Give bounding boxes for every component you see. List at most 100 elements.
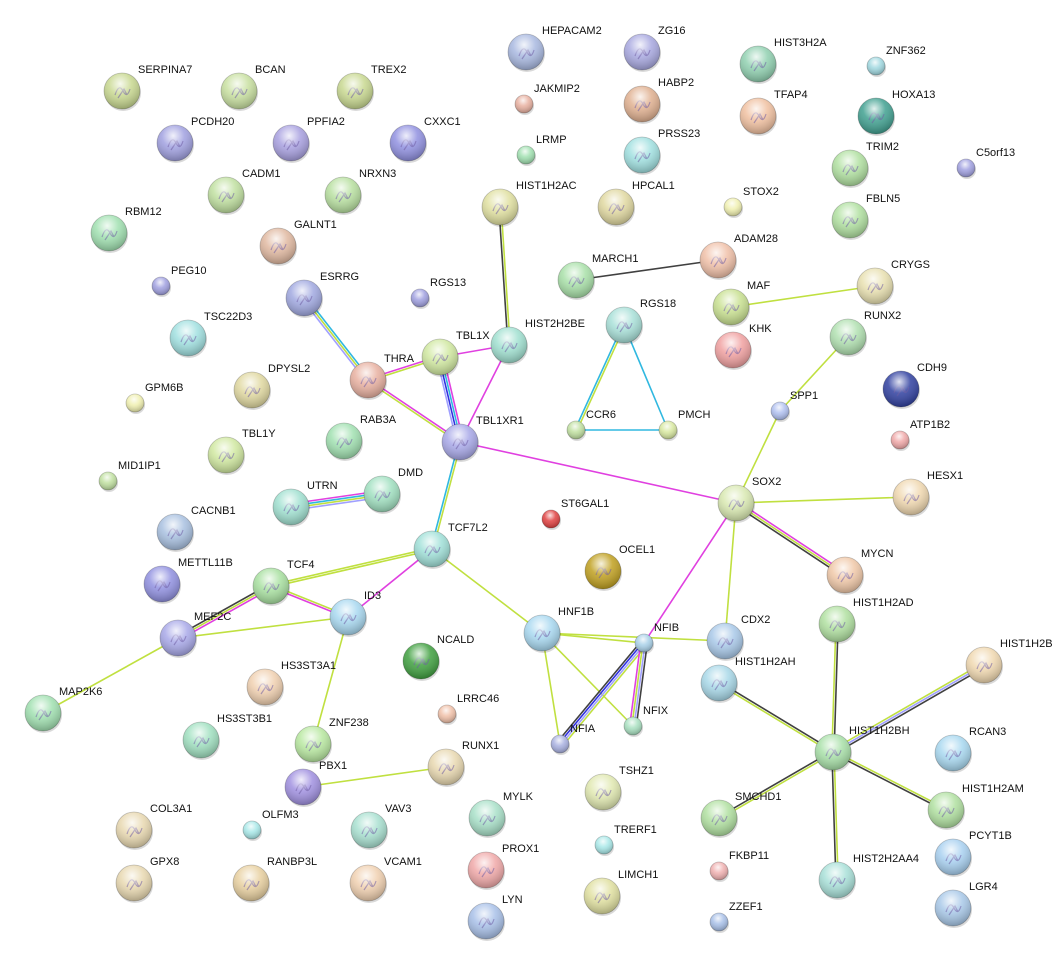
node-tfap4[interactable]: TFAP4 — [739, 89, 808, 136]
node-ncald[interactable]: NCALD — [402, 634, 474, 681]
node-nfia[interactable]: NFIA — [550, 723, 596, 755]
node-crygs[interactable]: CRYGS — [856, 259, 930, 306]
node-tsc22d3[interactable]: TSC22D3 — [169, 311, 252, 358]
edge-rgs18-pmch[interactable] — [623, 324, 669, 431]
edge-id3-znf238[interactable] — [312, 616, 349, 745]
node-trerf1[interactable]: TRERF1 — [594, 824, 657, 856]
node-lyn[interactable]: LYN — [467, 894, 523, 941]
node-hist1h2ac[interactable]: HIST1H2AC — [481, 180, 577, 227]
node-utrn[interactable]: UTRN — [272, 480, 338, 527]
node-runx1[interactable]: RUNX1 — [427, 740, 499, 787]
node-mylk[interactable]: MYLK — [468, 791, 534, 838]
edge-tcf7l2-id3[interactable] — [347, 548, 433, 618]
edge-pbx1-runx1[interactable] — [302, 766, 447, 788]
node-hs3st3b1[interactable]: HS3ST3B1 — [182, 713, 272, 760]
node-trex2[interactable]: TREX2 — [336, 64, 406, 111]
node-lgr4[interactable]: LGR4 — [934, 881, 998, 928]
node-cxxc1[interactable]: CXXC1 — [389, 116, 461, 163]
node-fkbp11[interactable]: FKBP11 — [709, 850, 769, 882]
node-mycn[interactable]: MYCN — [826, 548, 893, 595]
node-hist1h2bh[interactable]: HIST1H2BH — [814, 725, 910, 772]
edge-hist1h2bh-hist1h2am[interactable] — [832, 750, 947, 812]
node-fbln5[interactable]: FBLN5 — [831, 193, 900, 240]
node-esrrg[interactable]: ESRRG — [285, 271, 359, 318]
node-limch1[interactable]: LIMCH1 — [583, 869, 658, 916]
node-smchd1[interactable]: SMCHD1 — [700, 791, 781, 838]
edge-thra-tbl1xr1[interactable] — [366, 378, 462, 444]
node-thra[interactable]: THRA — [349, 353, 415, 400]
node-trim2[interactable]: TRIM2 — [831, 141, 899, 188]
node-pbx1[interactable]: PBX1 — [284, 760, 347, 807]
node-hist1h2b[interactable]: HIST1H2B — [965, 638, 1053, 685]
node-vav3[interactable]: VAV3 — [350, 803, 412, 850]
edge-tbl1xr1-sox2[interactable] — [459, 441, 737, 504]
node-nrxn3[interactable]: NRXN3 — [324, 168, 396, 215]
node-pmch[interactable]: PMCH — [658, 409, 710, 441]
node-map2k6[interactable]: MAP2K6 — [24, 686, 102, 733]
edge-tcf7l2-tcf4[interactable] — [270, 547, 433, 588]
node-tcf7l2[interactable]: TCF7L2 — [413, 522, 488, 569]
node-olfm3[interactable]: OLFM3 — [242, 809, 299, 841]
node-tbl1xr1[interactable]: TBL1XR1 — [441, 415, 524, 462]
node-hist3h2a[interactable]: HIST3H2A — [739, 37, 827, 84]
node-pcdh20[interactable]: PCDH20 — [156, 116, 234, 163]
node-cdx2[interactable]: CDX2 — [706, 614, 770, 661]
node-hs3st3a1[interactable]: HS3ST3A1 — [246, 660, 336, 707]
node-pcyt1b[interactable]: PCYT1B — [934, 830, 1012, 877]
edge-mef2c-map2k6[interactable] — [42, 637, 179, 714]
edge-tcf7l2-hnf1b[interactable] — [431, 548, 543, 634]
edge-hist1h2bh-hist1h2ad[interactable] — [831, 623, 839, 753]
node-ppfia2[interactable]: PPFIA2 — [272, 116, 345, 163]
node-mid1ip1[interactable]: MID1IP1 — [98, 460, 161, 492]
node-rbm12[interactable]: RBM12 — [90, 206, 162, 253]
node-hnf1b[interactable]: HNF1B — [523, 606, 594, 653]
node-ocel1[interactable]: OCEL1 — [584, 544, 655, 591]
node-maf[interactable]: MAF — [712, 280, 771, 327]
node-st6gal1[interactable]: ST6GAL1 — [541, 498, 609, 530]
node-adam28[interactable]: ADAM28 — [699, 233, 778, 280]
node-col3a1[interactable]: COL3A1 — [115, 803, 192, 850]
node-galnt1[interactable]: GALNT1 — [259, 219, 337, 266]
edge-sox2-cdx2[interactable] — [724, 502, 737, 642]
edge-hist1h2bh-hist1h2b[interactable] — [831, 662, 986, 755]
node-zzef1[interactable]: ZZEF1 — [709, 901, 763, 933]
edge-mef2c-id3[interactable] — [177, 616, 349, 639]
edge-hist1h2ac-hist2h2be[interactable] — [498, 206, 511, 346]
node-mettl11b[interactable]: METTL11B — [143, 557, 233, 604]
edge-nfib-nfix[interactable] — [628, 642, 649, 727]
edge-hist2h2be-tbl1xr1[interactable] — [459, 344, 510, 443]
edge-tbl1xr1-tcf7l2[interactable] — [430, 441, 462, 550]
node-cdh9[interactable]: CDH9 — [882, 362, 947, 409]
edge-sox2-hesx1[interactable] — [735, 496, 912, 504]
node-ranbp3l[interactable]: RANBP3L — [232, 856, 317, 903]
edge-rgs18-ccr6[interactable] — [574, 324, 626, 431]
edge-hist1h2bh-hist2h2aa4[interactable] — [831, 751, 839, 881]
node-hpcal1[interactable]: HPCAL1 — [597, 180, 675, 227]
edge-hnf1b-nfia[interactable] — [541, 632, 561, 745]
node-znf362[interactable]: ZNF362 — [866, 45, 926, 77]
node-hist1h2am[interactable]: HIST1H2AM — [927, 783, 1024, 830]
edge-hist1h2bh-smchd1[interactable] — [718, 750, 834, 820]
edge-sox2-nfib[interactable] — [643, 502, 737, 644]
node-rgs13[interactable]: RGS13 — [410, 277, 466, 309]
edge-sox2-mycn[interactable] — [734, 500, 847, 578]
node-khk[interactable]: KHK — [714, 323, 772, 370]
node-gpm6b[interactable]: GPM6B — [125, 382, 184, 414]
node-zg16[interactable]: ZG16 — [623, 25, 686, 72]
node-rcan3[interactable]: RCAN3 — [934, 726, 1006, 773]
node-spp1[interactable]: SPP1 — [770, 390, 818, 422]
node-rgs18[interactable]: RGS18 — [605, 298, 676, 345]
node-hist1h2ah[interactable]: HIST1H2AH — [700, 656, 796, 703]
node-mef2c[interactable]: MEF2C — [159, 611, 231, 658]
node-vcam1[interactable]: VCAM1 — [349, 856, 422, 903]
node-atp1b2[interactable]: ATP1B2 — [890, 419, 950, 451]
node-cacnb1[interactable]: CACNB1 — [156, 505, 236, 552]
edge-hnf1b-nfix[interactable] — [541, 632, 634, 727]
edge-maf-crygs[interactable] — [730, 285, 876, 308]
node-sox2[interactable]: SOX2 — [717, 476, 781, 523]
node-march1[interactable]: MARCH1 — [557, 253, 638, 300]
node-znf238[interactable]: ZNF238 — [294, 717, 369, 764]
node-tbl1x[interactable]: TBL1X — [421, 330, 490, 377]
edge-nfib-nfia[interactable] — [556, 640, 648, 747]
node-cadm1[interactable]: CADM1 — [207, 168, 281, 215]
